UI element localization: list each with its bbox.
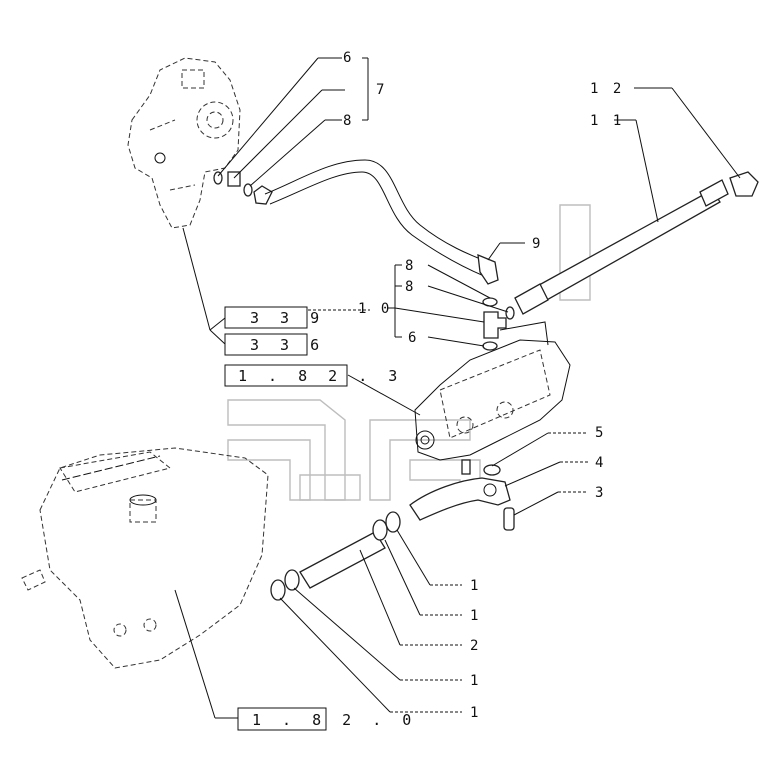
callout-7: 7 bbox=[376, 82, 387, 98]
ref-1823: 1 . 8 2 . 3 bbox=[238, 367, 403, 385]
ref-339: 3 3 9 bbox=[250, 309, 325, 327]
ref-box-336 bbox=[224, 333, 308, 356]
callout-4: 4 bbox=[595, 455, 606, 471]
callout-1-a: 1 bbox=[470, 578, 481, 594]
callout-12: 1 2 bbox=[590, 81, 624, 97]
callout-2: 2 bbox=[470, 638, 481, 654]
ref-1820: 1 . 8 2 . 0 bbox=[252, 711, 417, 729]
ref-box-1823 bbox=[224, 364, 348, 387]
leader-lines bbox=[174, 57, 741, 719]
callout-8-top: 8 bbox=[343, 113, 354, 129]
callout-1-b: 1 bbox=[470, 608, 481, 624]
ref-336: 3 3 6 bbox=[250, 336, 325, 354]
control-valve-assembly bbox=[127, 57, 241, 229]
callout-1-c: 1 bbox=[470, 673, 481, 689]
lower-hose bbox=[270, 511, 401, 601]
callout-3: 3 bbox=[595, 485, 606, 501]
tee-fitting bbox=[482, 297, 507, 351]
ref-box-339 bbox=[224, 306, 308, 329]
callout-6-mid: 6 bbox=[408, 330, 419, 346]
callout-8-a: 8 bbox=[405, 258, 416, 274]
transmission-housing bbox=[414, 321, 571, 476]
gearbox-casing bbox=[21, 447, 269, 669]
upper-hose bbox=[213, 159, 499, 285]
callout-labels: 6 7 8 1 2 1 1 9 8 8 1 0 6 5 4 3 1 1 2 1 … bbox=[343, 50, 624, 721]
reference-boxes: 3 3 9 3 3 6 1 . 8 2 . 3 1 . 8 2 . 0 bbox=[224, 306, 417, 731]
callout-8-b: 8 bbox=[405, 279, 416, 295]
callout-9: 9 bbox=[532, 236, 543, 252]
callout-11: 1 1 bbox=[590, 113, 624, 129]
elbow-pipe bbox=[409, 477, 515, 531]
callout-1-d: 1 bbox=[470, 705, 481, 721]
ref-box-1820 bbox=[237, 707, 327, 731]
callout-5: 5 bbox=[595, 425, 606, 441]
watermark bbox=[227, 204, 591, 501]
callout-10: 1 0 bbox=[358, 301, 392, 317]
long-pipe bbox=[505, 171, 759, 320]
callout-6-top: 6 bbox=[343, 50, 354, 66]
